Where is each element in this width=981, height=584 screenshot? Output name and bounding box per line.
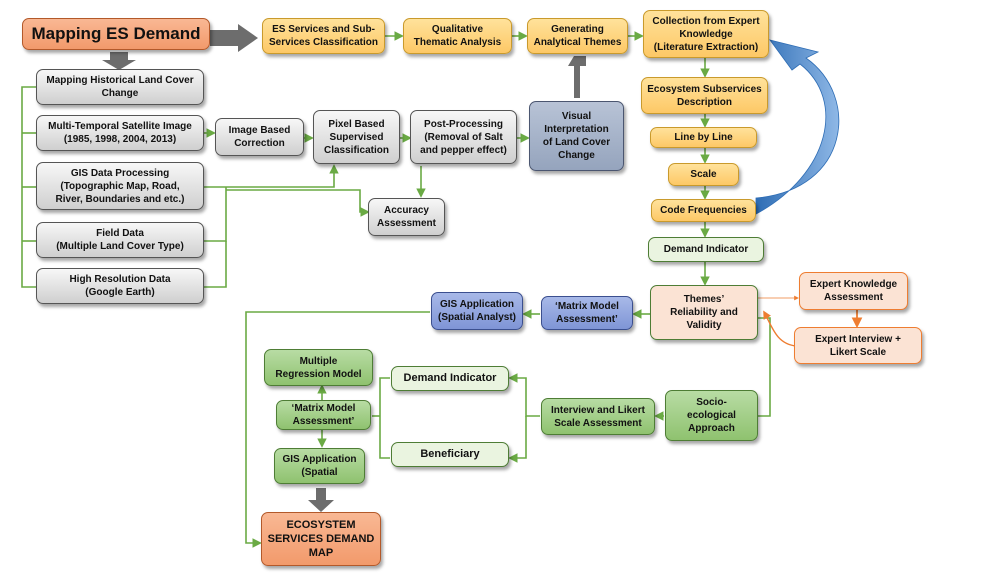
scale-box: Scale (668, 163, 739, 186)
high-resolution-box: High Resolution Data (Google Earth) (36, 268, 204, 304)
qualitative-thematic-analysis-box: Qualitative Thematic Analysis (403, 18, 512, 54)
field-data-box: Field Data (Multiple Land Cover Type) (36, 222, 204, 258)
interview-likert-box: Interview and Likert Scale Assessment (541, 398, 655, 435)
image-based-correction-box: Image Based Correction (215, 118, 304, 156)
visual-interpretation-box: Visual Interpretation of Land Cover Chan… (529, 101, 624, 171)
matrix-model-bottom-box: ‘Matrix Model Assessment’ (276, 400, 371, 430)
multiple-regression-box: Multiple Regression Model (264, 349, 373, 386)
top-row-connectors (385, 31, 710, 286)
code-frequencies-box: Code Frequencies (651, 199, 756, 222)
demand-indicator-bottom-box: Demand Indicator (391, 366, 509, 391)
demand-indicator-top-box: Demand Indicator (648, 237, 764, 262)
post-processing-box: Post-Processing (Removal of Salt and pep… (410, 110, 517, 164)
socio-ecological-box: Socio- ecological Approach (665, 390, 758, 441)
gis-application-top-box: GIS Application (Spatial Analyst) (431, 292, 523, 330)
mapping-historical-box: Mapping Historical Land Cover Change (36, 69, 204, 105)
ecosystem-subservices-box: Ecosystem Subservices Description (641, 77, 768, 114)
expert-interview-box: Expert Interview + Likert Scale (794, 327, 922, 364)
mapping-es-demand-box: Mapping ES Demand (22, 18, 210, 50)
gis-data-processing-box: GIS Data Processing (Topographic Map, Ro… (36, 162, 204, 210)
left-column-connectors (21, 86, 530, 288)
line-by-line-box: Line by Line (650, 127, 757, 148)
beneficiary-box: Beneficiary (391, 442, 509, 467)
accuracy-assessment-box: Accuracy Assessment (368, 198, 445, 236)
gis-application-bottom-box: GIS Application (Spatial (274, 448, 365, 484)
generating-analytical-themes-box: Generating Analytical Themes (527, 18, 628, 54)
feedback-curved-arrow (755, 39, 840, 215)
expert-knowledge-assessment-box: Expert Knowledge Assessment (799, 272, 908, 310)
middle-connectors (245, 309, 771, 548)
multi-temporal-box: Multi-Temporal Satellite Image (1985, 19… (36, 115, 204, 151)
themes-reliability-box: Themes’ Reliability and Validity (650, 285, 758, 340)
gray-arrows (102, 24, 586, 512)
es-demand-map-box: ECOSYSTEM SERVICES DEMAND MAP (261, 512, 381, 566)
pixel-based-classification-box: Pixel Based Supervised Classification (313, 110, 400, 164)
es-services-classification-box: ES Services and Sub- Services Classifica… (262, 18, 385, 54)
collection-expert-knowledge-box: Collection from Expert Knowledge (Litera… (643, 10, 769, 58)
orange-connectors (758, 295, 863, 347)
matrix-model-top-box: ‘Matrix Model Assessment’ (541, 296, 633, 330)
